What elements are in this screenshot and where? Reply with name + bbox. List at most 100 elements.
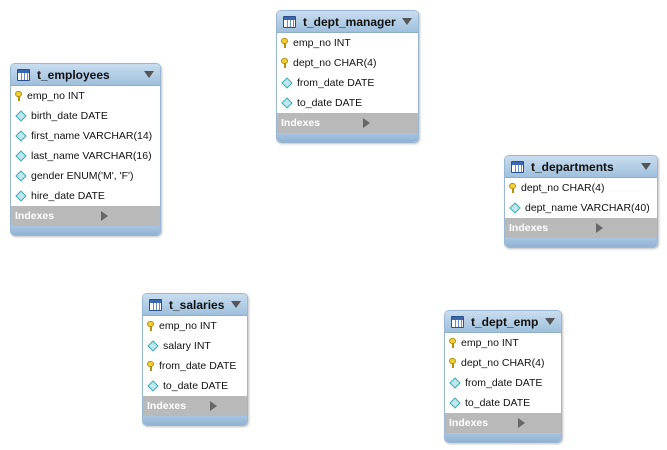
- primary-key-icon: [281, 58, 288, 68]
- column-row[interactable]: first_name VARCHAR(14): [11, 126, 160, 146]
- primary-key-icon: [449, 338, 456, 348]
- table-name: t_dept_manager: [303, 14, 396, 29]
- column-diamond-icon: [15, 170, 27, 182]
- column-row[interactable]: emp_no INT: [143, 316, 247, 336]
- column-row[interactable]: dept_no CHAR(4): [505, 178, 657, 198]
- column-label: first_name VARCHAR(14): [31, 130, 153, 142]
- column-label: last_name VARCHAR(16): [31, 150, 152, 162]
- indexes-section[interactable]: Indexes: [277, 113, 418, 133]
- table-icon: [451, 315, 464, 328]
- expand-triangle-icon[interactable]: [596, 223, 651, 233]
- column-row[interactable]: from_date DATE: [277, 73, 418, 93]
- column-label: from_date DATE: [297, 77, 375, 89]
- column-diamond-icon: [15, 130, 27, 142]
- column-label: salary INT: [163, 340, 211, 352]
- column-label: emp_no INT: [27, 90, 85, 102]
- indexes-label: Indexes: [449, 417, 489, 429]
- column-row[interactable]: hire_date DATE: [11, 186, 160, 206]
- column-diamond-icon: [15, 190, 27, 202]
- column-diamond-icon: [147, 380, 159, 392]
- collapse-triangle-icon[interactable]: [545, 318, 555, 325]
- table-card-3[interactable]: t_salaries emp_no INT salary INT from_date …: [142, 293, 248, 426]
- indexes-label: Indexes: [509, 222, 549, 234]
- expand-triangle-icon[interactable]: [210, 401, 241, 411]
- table-name: t_dept_emp: [471, 314, 539, 329]
- indexes-section[interactable]: Indexes: [505, 218, 657, 238]
- column-label: emp_no INT: [159, 320, 217, 332]
- column-list: emp_no INT birth_date DATE first_name VARC…: [11, 86, 160, 206]
- column-row[interactable]: birth_date DATE: [11, 106, 160, 126]
- column-row[interactable]: dept_name VARCHAR(40): [505, 198, 657, 218]
- column-row[interactable]: last_name VARCHAR(16): [11, 146, 160, 166]
- primary-key-icon: [147, 321, 154, 331]
- table-icon: [511, 160, 524, 173]
- column-diamond-icon: [15, 150, 27, 162]
- table-icon: [17, 68, 30, 81]
- primary-key-icon: [281, 38, 288, 48]
- collapse-triangle-icon[interactable]: [144, 71, 154, 78]
- column-row[interactable]: gender ENUM('M', 'F'): [11, 166, 160, 186]
- column-diamond-icon: [449, 397, 461, 409]
- column-label: dept_no CHAR(4): [293, 57, 377, 69]
- collapse-triangle-icon[interactable]: [231, 301, 241, 308]
- column-list: emp_no INT salary INT from_date DATE to_dat…: [143, 316, 247, 396]
- table-icon: [149, 298, 162, 311]
- table-footer: [445, 433, 561, 442]
- primary-key-icon: [15, 91, 22, 101]
- column-label: emp_no INT: [461, 337, 519, 349]
- column-diamond-icon: [281, 77, 293, 89]
- indexes-section[interactable]: Indexes: [445, 413, 561, 433]
- table-header[interactable]: t_dept_manager: [277, 11, 418, 33]
- indexes-section[interactable]: Indexes: [11, 206, 160, 226]
- column-list: emp_no INT dept_no CHAR(4) from_date DATE t…: [277, 33, 418, 113]
- indexes-section[interactable]: Indexes: [143, 396, 247, 416]
- table-card-1[interactable]: t_dept_manager emp_no INT dept_no CHAR(4) f…: [276, 10, 419, 143]
- table-header[interactable]: t_employees: [11, 64, 160, 86]
- table-card-0[interactable]: t_employees emp_no INT birth_date DATE firs…: [10, 63, 161, 236]
- column-diamond-icon: [449, 377, 461, 389]
- column-row[interactable]: to_date DATE: [445, 393, 561, 413]
- column-label: dept_name VARCHAR(40): [525, 202, 650, 214]
- indexes-label: Indexes: [147, 400, 187, 412]
- column-label: emp_no INT: [293, 37, 351, 49]
- table-icon: [283, 15, 296, 28]
- expand-triangle-icon[interactable]: [362, 118, 412, 128]
- column-diamond-icon: [281, 97, 293, 109]
- primary-key-icon: [147, 361, 154, 371]
- expand-triangle-icon[interactable]: [518, 418, 555, 428]
- column-row[interactable]: dept_no CHAR(4): [445, 353, 561, 373]
- table-header[interactable]: t_departments: [505, 156, 657, 178]
- column-row[interactable]: to_date DATE: [143, 376, 247, 396]
- table-header[interactable]: t_dept_emp: [445, 311, 561, 333]
- table-footer: [505, 238, 657, 247]
- column-row[interactable]: from_date DATE: [445, 373, 561, 393]
- collapse-triangle-icon[interactable]: [641, 163, 651, 170]
- column-row[interactable]: dept_no CHAR(4): [277, 53, 418, 73]
- table-header[interactable]: t_salaries: [143, 294, 247, 316]
- table-name: t_salaries: [169, 297, 225, 312]
- table-name: t_departments: [531, 159, 614, 174]
- column-row[interactable]: emp_no INT: [445, 333, 561, 353]
- column-label: birth_date DATE: [31, 110, 108, 122]
- column-row[interactable]: emp_no INT: [277, 33, 418, 53]
- indexes-label: Indexes: [281, 117, 321, 129]
- column-diamond-icon: [509, 202, 521, 214]
- collapse-triangle-icon[interactable]: [402, 18, 412, 25]
- column-diamond-icon: [15, 110, 27, 122]
- expand-triangle-icon[interactable]: [100, 211, 154, 221]
- column-list: dept_no CHAR(4) dept_name VARCHAR(40): [505, 178, 657, 218]
- table-card-4[interactable]: t_dept_emp emp_no INT dept_no CHAR(4) from_…: [444, 310, 562, 443]
- column-row[interactable]: salary INT: [143, 336, 247, 356]
- column-label: gender ENUM('M', 'F'): [31, 170, 134, 182]
- column-row[interactable]: emp_no INT: [11, 86, 160, 106]
- column-row[interactable]: from_date DATE: [143, 356, 247, 376]
- column-label: dept_no CHAR(4): [461, 357, 545, 369]
- column-row[interactable]: to_date DATE: [277, 93, 418, 113]
- column-label: dept_no CHAR(4): [521, 182, 605, 194]
- table-card-2[interactable]: t_departments dept_no CHAR(4) dept_name VA…: [504, 155, 658, 248]
- table-footer: [277, 133, 418, 142]
- column-label: from_date DATE: [465, 377, 543, 389]
- column-list: emp_no INT dept_no CHAR(4) from_date DATE t…: [445, 333, 561, 413]
- table-footer: [11, 226, 160, 235]
- column-label: from_date DATE: [159, 360, 237, 372]
